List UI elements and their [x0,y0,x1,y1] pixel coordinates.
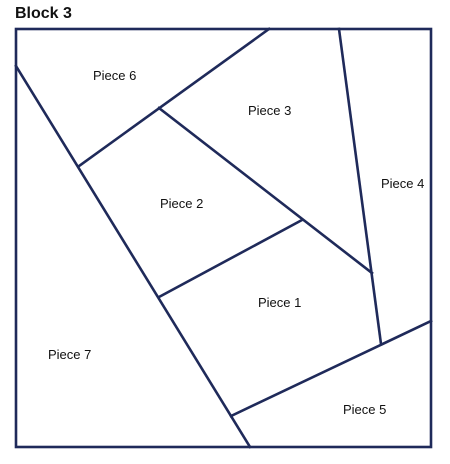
seam-line-piece3-edge [157,106,374,275]
block-title: Block 3 [15,5,72,22]
piece-label: Piece 6 [93,68,136,83]
seam-line-piece5-edge [229,319,433,418]
block-frame [14,27,433,449]
seam-line-piece7-edge [14,64,252,449]
seam-line-piece1-edge [157,218,304,299]
seam-line-piece4-edge [337,27,383,346]
seam-line-piece6-edge [77,27,271,168]
piece-label: Piece 2 [160,196,203,211]
piece-label: Piece 3 [248,103,291,118]
piece-label: Piece 7 [48,347,91,362]
piece-label: Piece 4 [381,176,424,191]
piece-label: Piece 5 [343,402,386,417]
piece-label: Piece 1 [258,295,301,310]
